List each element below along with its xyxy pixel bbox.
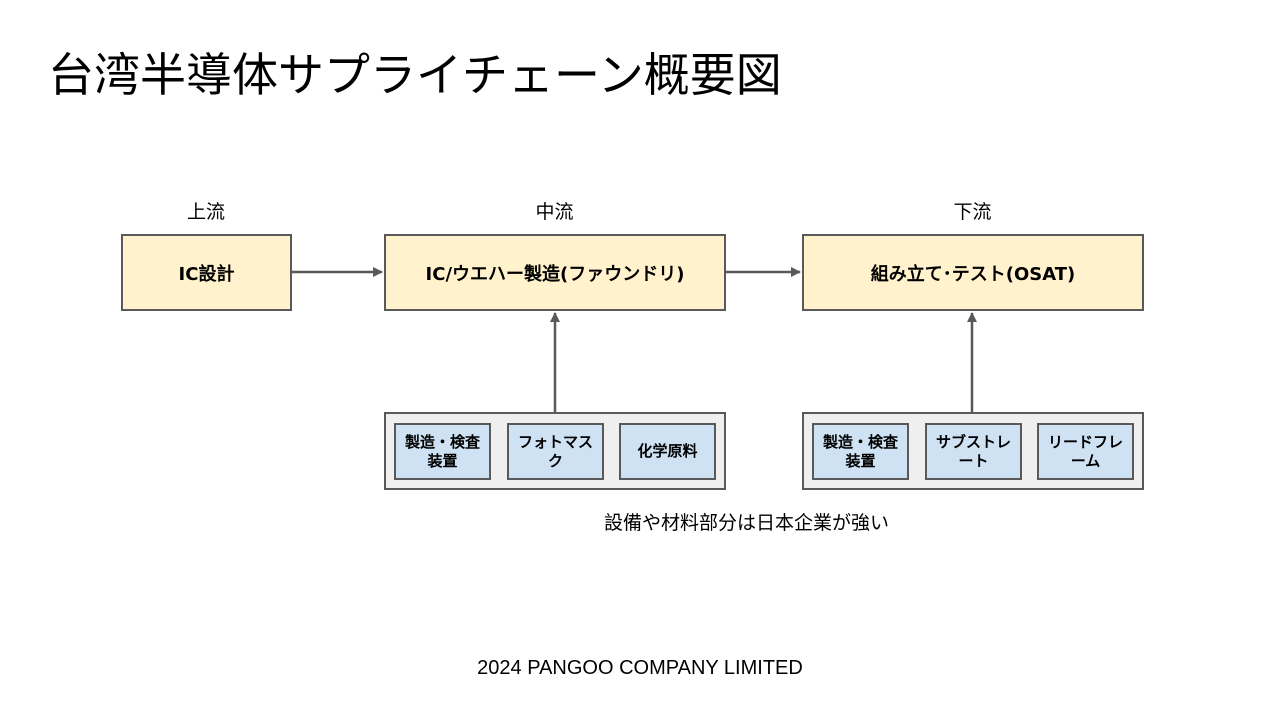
downstream-substrate-box: サブストレート (925, 423, 1022, 480)
stage-label-midstream: 中流 (535, 201, 574, 223)
footer-copyright: 2024 PANGOO COMPANY LIMITED (477, 657, 803, 679)
midstream-equipment-box: 製造・検査装置 (394, 423, 491, 480)
foundry-label: IC/ウエハー製造(ファウンドリ) (425, 263, 685, 285)
supplier-note: 設備や材料部分は日本企業が強い (604, 512, 890, 534)
page-title: 台湾半導体サプライチェーン概要図 (48, 48, 782, 102)
osat-label: 組み立て･テスト(OSAT) (870, 263, 1076, 285)
ic-design-box: IC設計 (121, 234, 292, 311)
downstream-leadframe-box: リードフレーム (1037, 423, 1134, 480)
midstream-photomask-box: フォトマスク (507, 423, 604, 480)
ic-design-label: IC設計 (178, 263, 235, 285)
foundry-box: IC/ウエハー製造(ファウンドリ) (384, 234, 726, 311)
stage-label-downstream: 下流 (953, 201, 992, 223)
downstream-equipment-box: 製造・検査装置 (812, 423, 909, 480)
stage-label-upstream: 上流 (186, 201, 225, 223)
osat-box: 組み立て･テスト(OSAT) (802, 234, 1144, 311)
midstream-chemicals-box: 化学原料 (619, 423, 716, 480)
